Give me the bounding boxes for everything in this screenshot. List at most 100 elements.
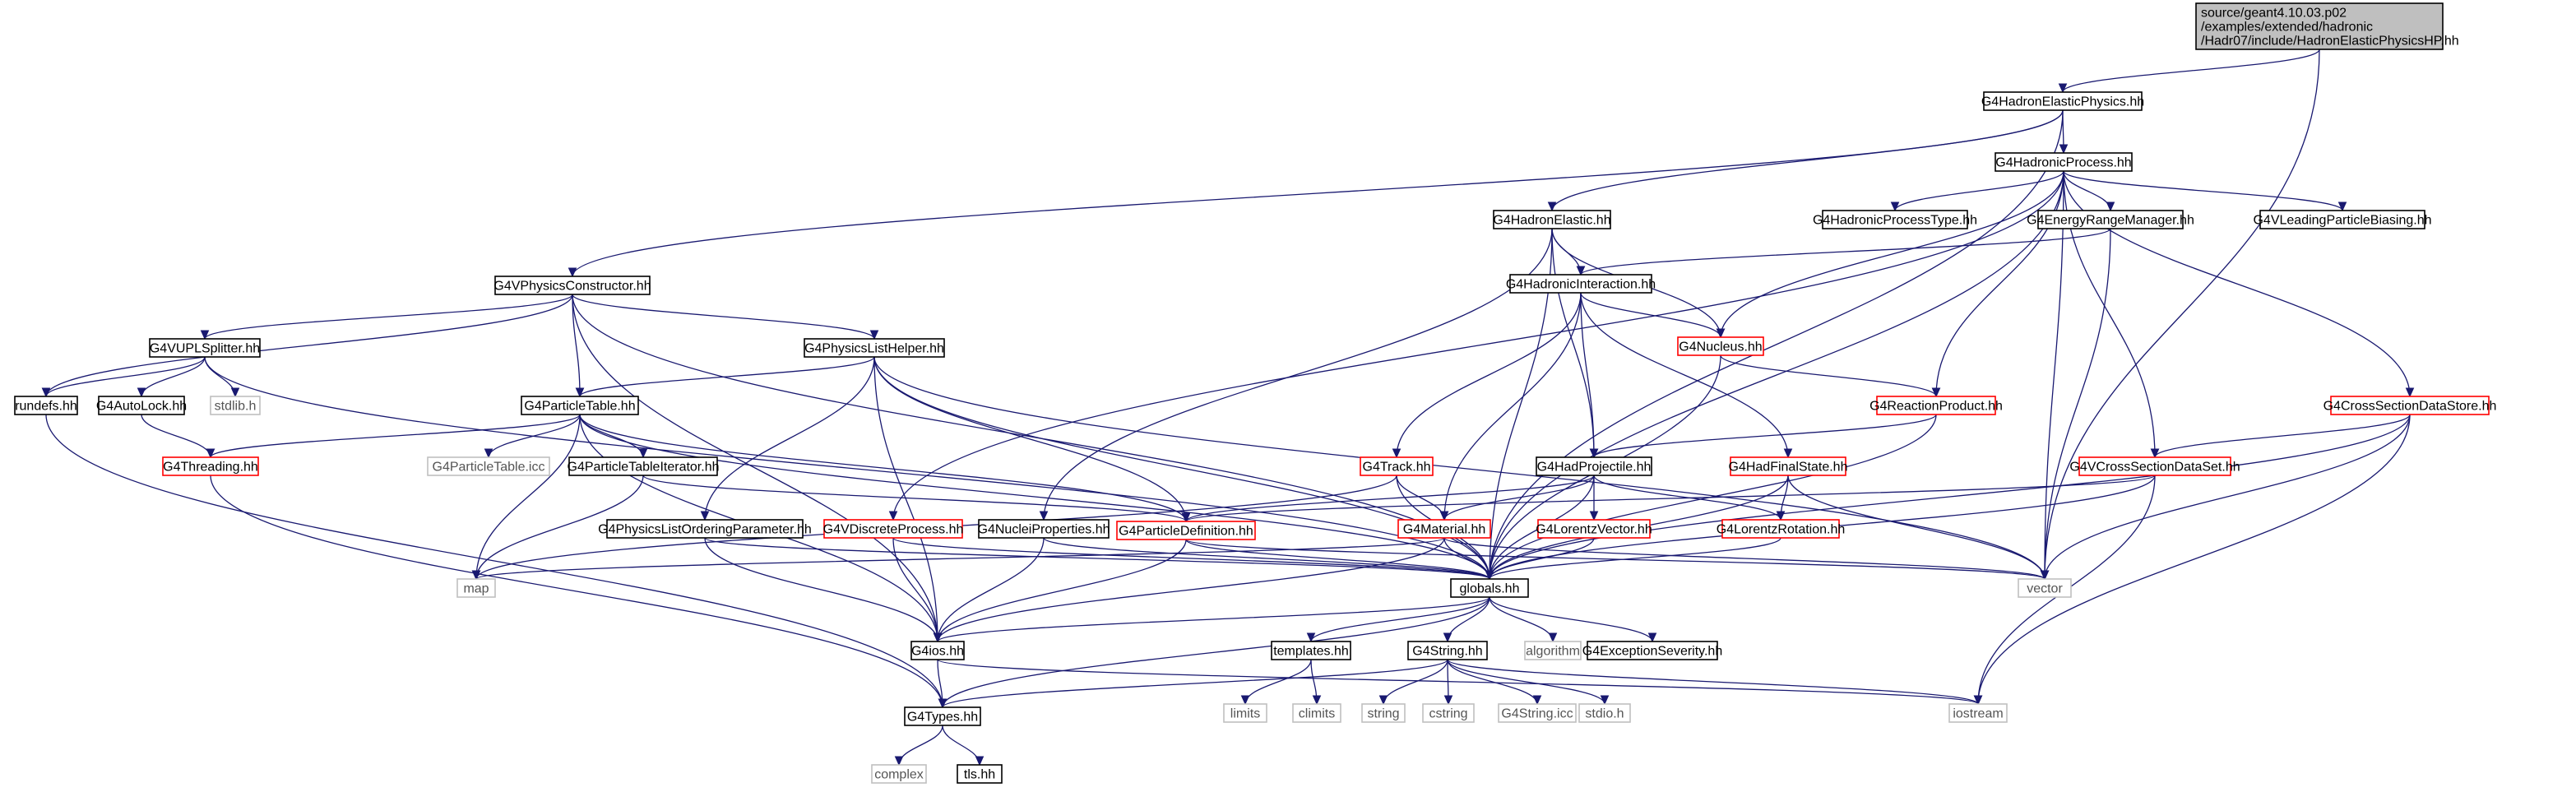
- node-hproc[interactable]: G4HadronicProcess.hh: [1995, 152, 2133, 172]
- node-hel[interactable]: G4HadronElastic.hh: [1493, 210, 1611, 229]
- edge-vcsds-to-pdef: [1185, 475, 2156, 522]
- node-threading[interactable]: G4Threading.hh: [162, 456, 259, 476]
- node-globals[interactable]: globals.hh: [1450, 578, 1529, 598]
- node-pdef[interactable]: G4ParticleDefinition.hh: [1116, 521, 1256, 540]
- node-box-ptiter: [568, 456, 718, 476]
- node-box-map: [456, 578, 496, 598]
- node-material[interactable]: G4Material.hh: [1397, 519, 1491, 539]
- node-vector: vector: [2018, 578, 2072, 598]
- node-label-vector: vector: [2027, 582, 2063, 596]
- edge-g4types-to-complex: [898, 725, 943, 766]
- node-rproduct[interactable]: G4ReactionProduct.hh: [1869, 396, 2003, 415]
- edge-plh-to-vector: [873, 356, 2046, 580]
- node-nprop[interactable]: G4NucleiProperties.hh: [978, 519, 1110, 539]
- edge-arrowhead-vpc-to-vupl: [200, 330, 210, 340]
- edge-arrowhead-erange-to-hint: [1576, 266, 1586, 276]
- node-label-nprop: G4NucleiProperties.hh: [978, 523, 1110, 537]
- node-helastic[interactable]: G4HadronElasticPhysics.hh: [1981, 91, 2144, 111]
- node-hadproj[interactable]: G4HadProjectile.hh: [1536, 456, 1652, 476]
- node-label-complex: complex: [874, 768, 924, 782]
- edge-arrowhead-plh-to-ptable: [575, 387, 585, 398]
- node-label-vpc: G4VPhysicsConstructor.hh: [493, 280, 651, 294]
- node-pticc: G4ParticleTable.icc: [427, 456, 550, 476]
- edge-arrowhead-rproduct-to-hadproj: [1589, 448, 1599, 459]
- node-nucleus[interactable]: G4Nucleus.hh: [1677, 336, 1764, 356]
- node-box-plh: [804, 338, 945, 358]
- node-ptable[interactable]: G4ParticleTable.hh: [521, 396, 639, 415]
- node-box-complex: [871, 764, 927, 784]
- node-vcsds[interactable]: G4VCrossSectionDataSet.hh: [2069, 456, 2240, 476]
- edge-arrowhead-material-to-map: [471, 570, 481, 581]
- node-label-cstring: cstring: [1429, 707, 1467, 721]
- node-g4string[interactable]: G4String.hh: [1407, 641, 1488, 660]
- edge-globals-to-g4ios: [937, 596, 1490, 642]
- edge-arrowhead-helastic-to-hproc: [2059, 144, 2069, 155]
- node-box-g4string: [1407, 641, 1488, 660]
- node-label-tls: tls.hh: [964, 768, 995, 782]
- node-lvec[interactable]: G4LorentzVector.hh: [1536, 519, 1652, 539]
- edges-layer: [41, 49, 2415, 767]
- node-ptiter[interactable]: G4ParticleTableIterator.hh: [568, 456, 720, 476]
- node-label-ptable: G4ParticleTable.hh: [524, 400, 635, 414]
- node-box-stdio: [1578, 703, 1631, 723]
- node-ploparam[interactable]: G4PhysicsListOrderingParameter.hh: [598, 519, 812, 539]
- node-label-material: G4Material.hh: [1403, 523, 1486, 537]
- edge-arrowhead-g4string-to-stdio: [1600, 695, 1610, 706]
- node-csdstore[interactable]: G4CrossSectionDataStore.hh: [2323, 396, 2497, 415]
- edge-hel-to-hadproj: [1551, 228, 1595, 458]
- node-autolock[interactable]: G4AutoLock.hh: [96, 396, 187, 415]
- node-hptype[interactable]: G4HadronicProcessType.hh: [1813, 210, 1977, 229]
- edge-hproc-to-vector: [2044, 170, 2064, 580]
- node-templates[interactable]: templates.hh: [1271, 641, 1351, 660]
- edge-ptable-to-globals: [579, 414, 1490, 580]
- edge-helastic-to-vpc: [572, 109, 2064, 277]
- node-label-climits: climits: [1299, 707, 1335, 721]
- node-iostream: iostream: [1948, 703, 2008, 723]
- node-rundefs[interactable]: rundefs.hh: [14, 396, 78, 415]
- edge-vpc-to-vupl: [204, 294, 573, 340]
- edge-g4string-to-stdio: [1447, 659, 1605, 705]
- node-vupl[interactable]: G4VUPLSplitter.hh: [149, 338, 261, 358]
- node-box-vcsds: [2078, 456, 2231, 476]
- node-plh[interactable]: G4PhysicsListHelper.hh: [804, 338, 945, 358]
- node-string: string: [1361, 703, 1406, 723]
- node-exsev[interactable]: G4ExceptionSeverity.hh: [1582, 641, 1722, 660]
- edge-helastic-to-globals: [1489, 109, 2064, 580]
- node-vpc[interactable]: G4VPhysicsConstructor.hh: [493, 276, 651, 295]
- node-lpb[interactable]: G4VLeadingParticleBiasing.hh: [2253, 210, 2432, 229]
- edge-arrowhead-hint-to-hadfs: [1783, 448, 1793, 459]
- edge-arrowhead-vpc-to-plh: [869, 330, 879, 340]
- edge-arrowhead-ptable-to-ptiter: [638, 448, 648, 459]
- node-g4types[interactable]: G4Types.hh: [904, 706, 981, 726]
- node-label-vdisc: G4VDiscreteProcess.hh: [823, 523, 964, 537]
- node-vdisc[interactable]: G4VDiscreteProcess.hh: [823, 519, 964, 539]
- node-box-templates: [1271, 641, 1351, 660]
- edge-vpc-to-ptable: [572, 294, 581, 397]
- edge-ptiter-to-map: [475, 475, 644, 580]
- node-box-lvec: [1537, 519, 1651, 539]
- edge-ptable-to-pdef: [579, 414, 1187, 522]
- edge-nprop-to-globals: [1043, 537, 1490, 580]
- node-label-globals: globals.hh: [1460, 582, 1520, 596]
- node-label-iostream: iostream: [1953, 707, 2003, 721]
- edge-arrowhead-g4types-to-tls: [975, 756, 985, 767]
- node-box-nucleus: [1677, 336, 1764, 356]
- node-box-exsev: [1587, 641, 1718, 660]
- edge-hadfs-to-vector: [1787, 475, 2046, 580]
- edge-arrowhead-ptable-to-threading: [206, 448, 215, 459]
- node-g4ios[interactable]: G4ios.hh: [910, 641, 965, 660]
- node-hint[interactable]: G4HadronicInteraction.hh: [1506, 274, 1656, 294]
- node-label-map: map: [463, 582, 489, 596]
- node-lrot[interactable]: G4LorentzRotation.hh: [1717, 519, 1846, 539]
- node-tls[interactable]: tls.hh: [957, 764, 1003, 784]
- edge-material-to-map: [475, 537, 1445, 580]
- edge-arrowhead-hproc-to-erange: [2106, 201, 2115, 212]
- edge-pdef-to-globals: [1185, 539, 1490, 580]
- node-box-climits: [1292, 703, 1341, 723]
- node-track[interactable]: G4Track.hh: [1360, 456, 1434, 476]
- edge-arrowhead-templates-to-climits: [1312, 695, 1322, 706]
- node-erange[interactable]: G4EnergyRangeManager.hh: [2027, 210, 2194, 229]
- node-climits: climits: [1292, 703, 1341, 723]
- edge-lrot-to-globals: [1489, 537, 1781, 580]
- node-hadfs[interactable]: G4HadFinalState.hh: [1729, 456, 1848, 476]
